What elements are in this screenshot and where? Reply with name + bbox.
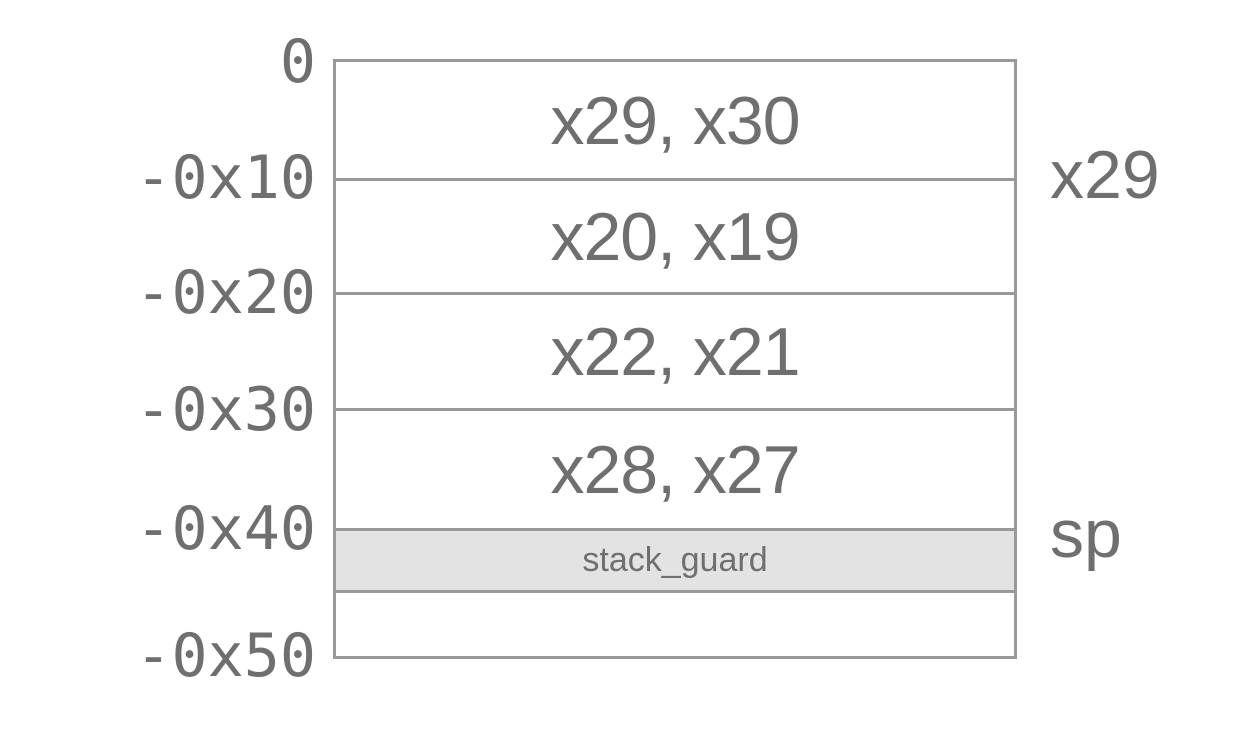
stack-slot-x28-x27: x28, x27 (550, 431, 800, 508)
stack-slot-x29-x30: x29, x30 (550, 82, 800, 159)
stack-guard-slot: stack_guard (336, 528, 1014, 593)
offset-label-0: 0 (279, 27, 316, 97)
offset-label-0x40: -0x40 (135, 494, 316, 564)
offset-label-0x10: -0x10 (135, 143, 316, 213)
stack-slot-x22-x21: x22, x21 (550, 314, 800, 390)
stack-pointer-label: sp (1050, 496, 1122, 572)
slot-divider (336, 292, 1014, 295)
stack-slot-x20-x19: x20, x19 (550, 199, 800, 275)
slot-divider (336, 408, 1014, 411)
offset-label-0x50: -0x50 (135, 621, 316, 691)
frame-pointer-label: x29 (1050, 137, 1160, 213)
stack-box: x29, x30 x20, x19 x22, x21 x28, x27 stac… (333, 59, 1017, 659)
offset-label-0x20: -0x20 (135, 258, 316, 328)
offset-label-0x30: -0x30 (135, 375, 316, 445)
slot-divider (336, 178, 1014, 181)
